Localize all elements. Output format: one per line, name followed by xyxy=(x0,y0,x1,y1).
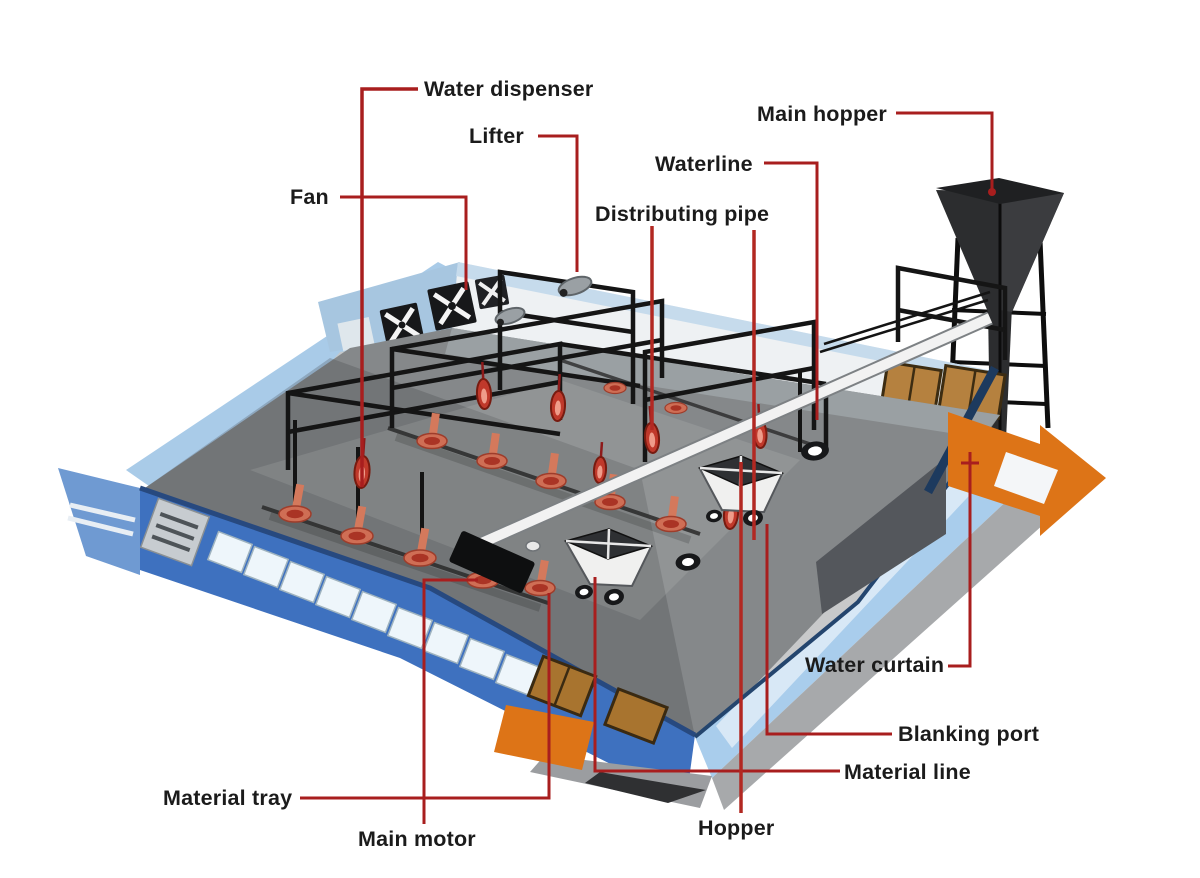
material-line-illustration xyxy=(449,311,993,593)
material-tray-illustration xyxy=(476,432,508,470)
water-dispenser-illustration xyxy=(475,361,493,410)
material-tray-illustration xyxy=(524,559,556,597)
fan-unit xyxy=(427,281,477,331)
label-material-tray: Material tray xyxy=(163,786,293,810)
lifter-winch xyxy=(557,275,593,297)
conveyor-rail xyxy=(819,298,989,354)
leader-water-curtain xyxy=(948,452,972,668)
leader-lines xyxy=(300,87,996,824)
material-line-pipe xyxy=(465,313,993,554)
fan-illustration xyxy=(337,274,510,352)
label-main-hopper: Main hopper xyxy=(757,102,888,126)
label-hopper: Hopper xyxy=(698,816,775,840)
material-tray-illustration xyxy=(603,381,627,395)
leader-main-motor xyxy=(422,578,478,824)
material-tray-illustration xyxy=(535,452,567,490)
wall-louver xyxy=(139,497,211,567)
waterline-frame xyxy=(389,298,665,428)
label-water-curtain: Water curtain xyxy=(805,653,945,677)
leader-material-line xyxy=(593,577,840,773)
right-wall xyxy=(494,365,1106,810)
water-curtain-illustration xyxy=(494,705,594,770)
interior-equipment xyxy=(261,265,1008,612)
conveyor-rail xyxy=(823,290,991,346)
material-tray-illustration xyxy=(403,527,437,567)
material-tray-illustration xyxy=(655,495,687,533)
material-tray-illustration xyxy=(278,483,312,523)
leader-lifter xyxy=(538,134,579,272)
hopper-illustration xyxy=(563,528,654,606)
blanking-port-ring xyxy=(801,441,829,461)
material-tray-illustration xyxy=(664,401,688,415)
label-blanking-port: Blanking port xyxy=(898,722,1040,746)
material-tray-illustration xyxy=(340,505,374,545)
leader-water-dispenser xyxy=(360,87,418,487)
material-tray-illustration xyxy=(416,412,448,450)
front-wall-wood-window xyxy=(602,687,670,745)
fan-unit xyxy=(474,274,510,310)
hopper-stand-leg xyxy=(1037,239,1051,429)
leader-material-tray xyxy=(300,593,551,800)
apron-path xyxy=(712,462,1082,810)
label-material-line: Material line xyxy=(844,760,971,784)
floor-slab xyxy=(142,328,1000,737)
water-dispenser-illustration xyxy=(592,441,608,484)
label-waterline: Waterline xyxy=(655,152,753,176)
lifter-winch xyxy=(494,306,526,326)
leader-fan xyxy=(340,195,468,290)
main-hopper-top xyxy=(936,178,1064,204)
feed-pipe xyxy=(559,358,823,450)
label-main-motor: Main motor xyxy=(358,827,476,851)
label-fan: Fan xyxy=(290,185,329,209)
label-distributing-pipe: Distributing pipe xyxy=(595,202,770,226)
leader-blanking-port xyxy=(765,524,892,736)
leader-main-hopper xyxy=(896,111,994,193)
water-dispenser-illustration xyxy=(549,373,567,422)
label-lifter: Lifter xyxy=(469,124,524,148)
main-motor-illustration xyxy=(449,531,535,593)
waterline-frame xyxy=(642,319,817,462)
front-wall-windows xyxy=(206,530,542,697)
front-wall-wood-window xyxy=(526,654,598,718)
blanking-port-ring xyxy=(675,553,701,571)
door-opening xyxy=(816,458,946,614)
label-water-dispenser: Water dispenser xyxy=(424,77,594,101)
leader-waterline xyxy=(764,161,819,420)
